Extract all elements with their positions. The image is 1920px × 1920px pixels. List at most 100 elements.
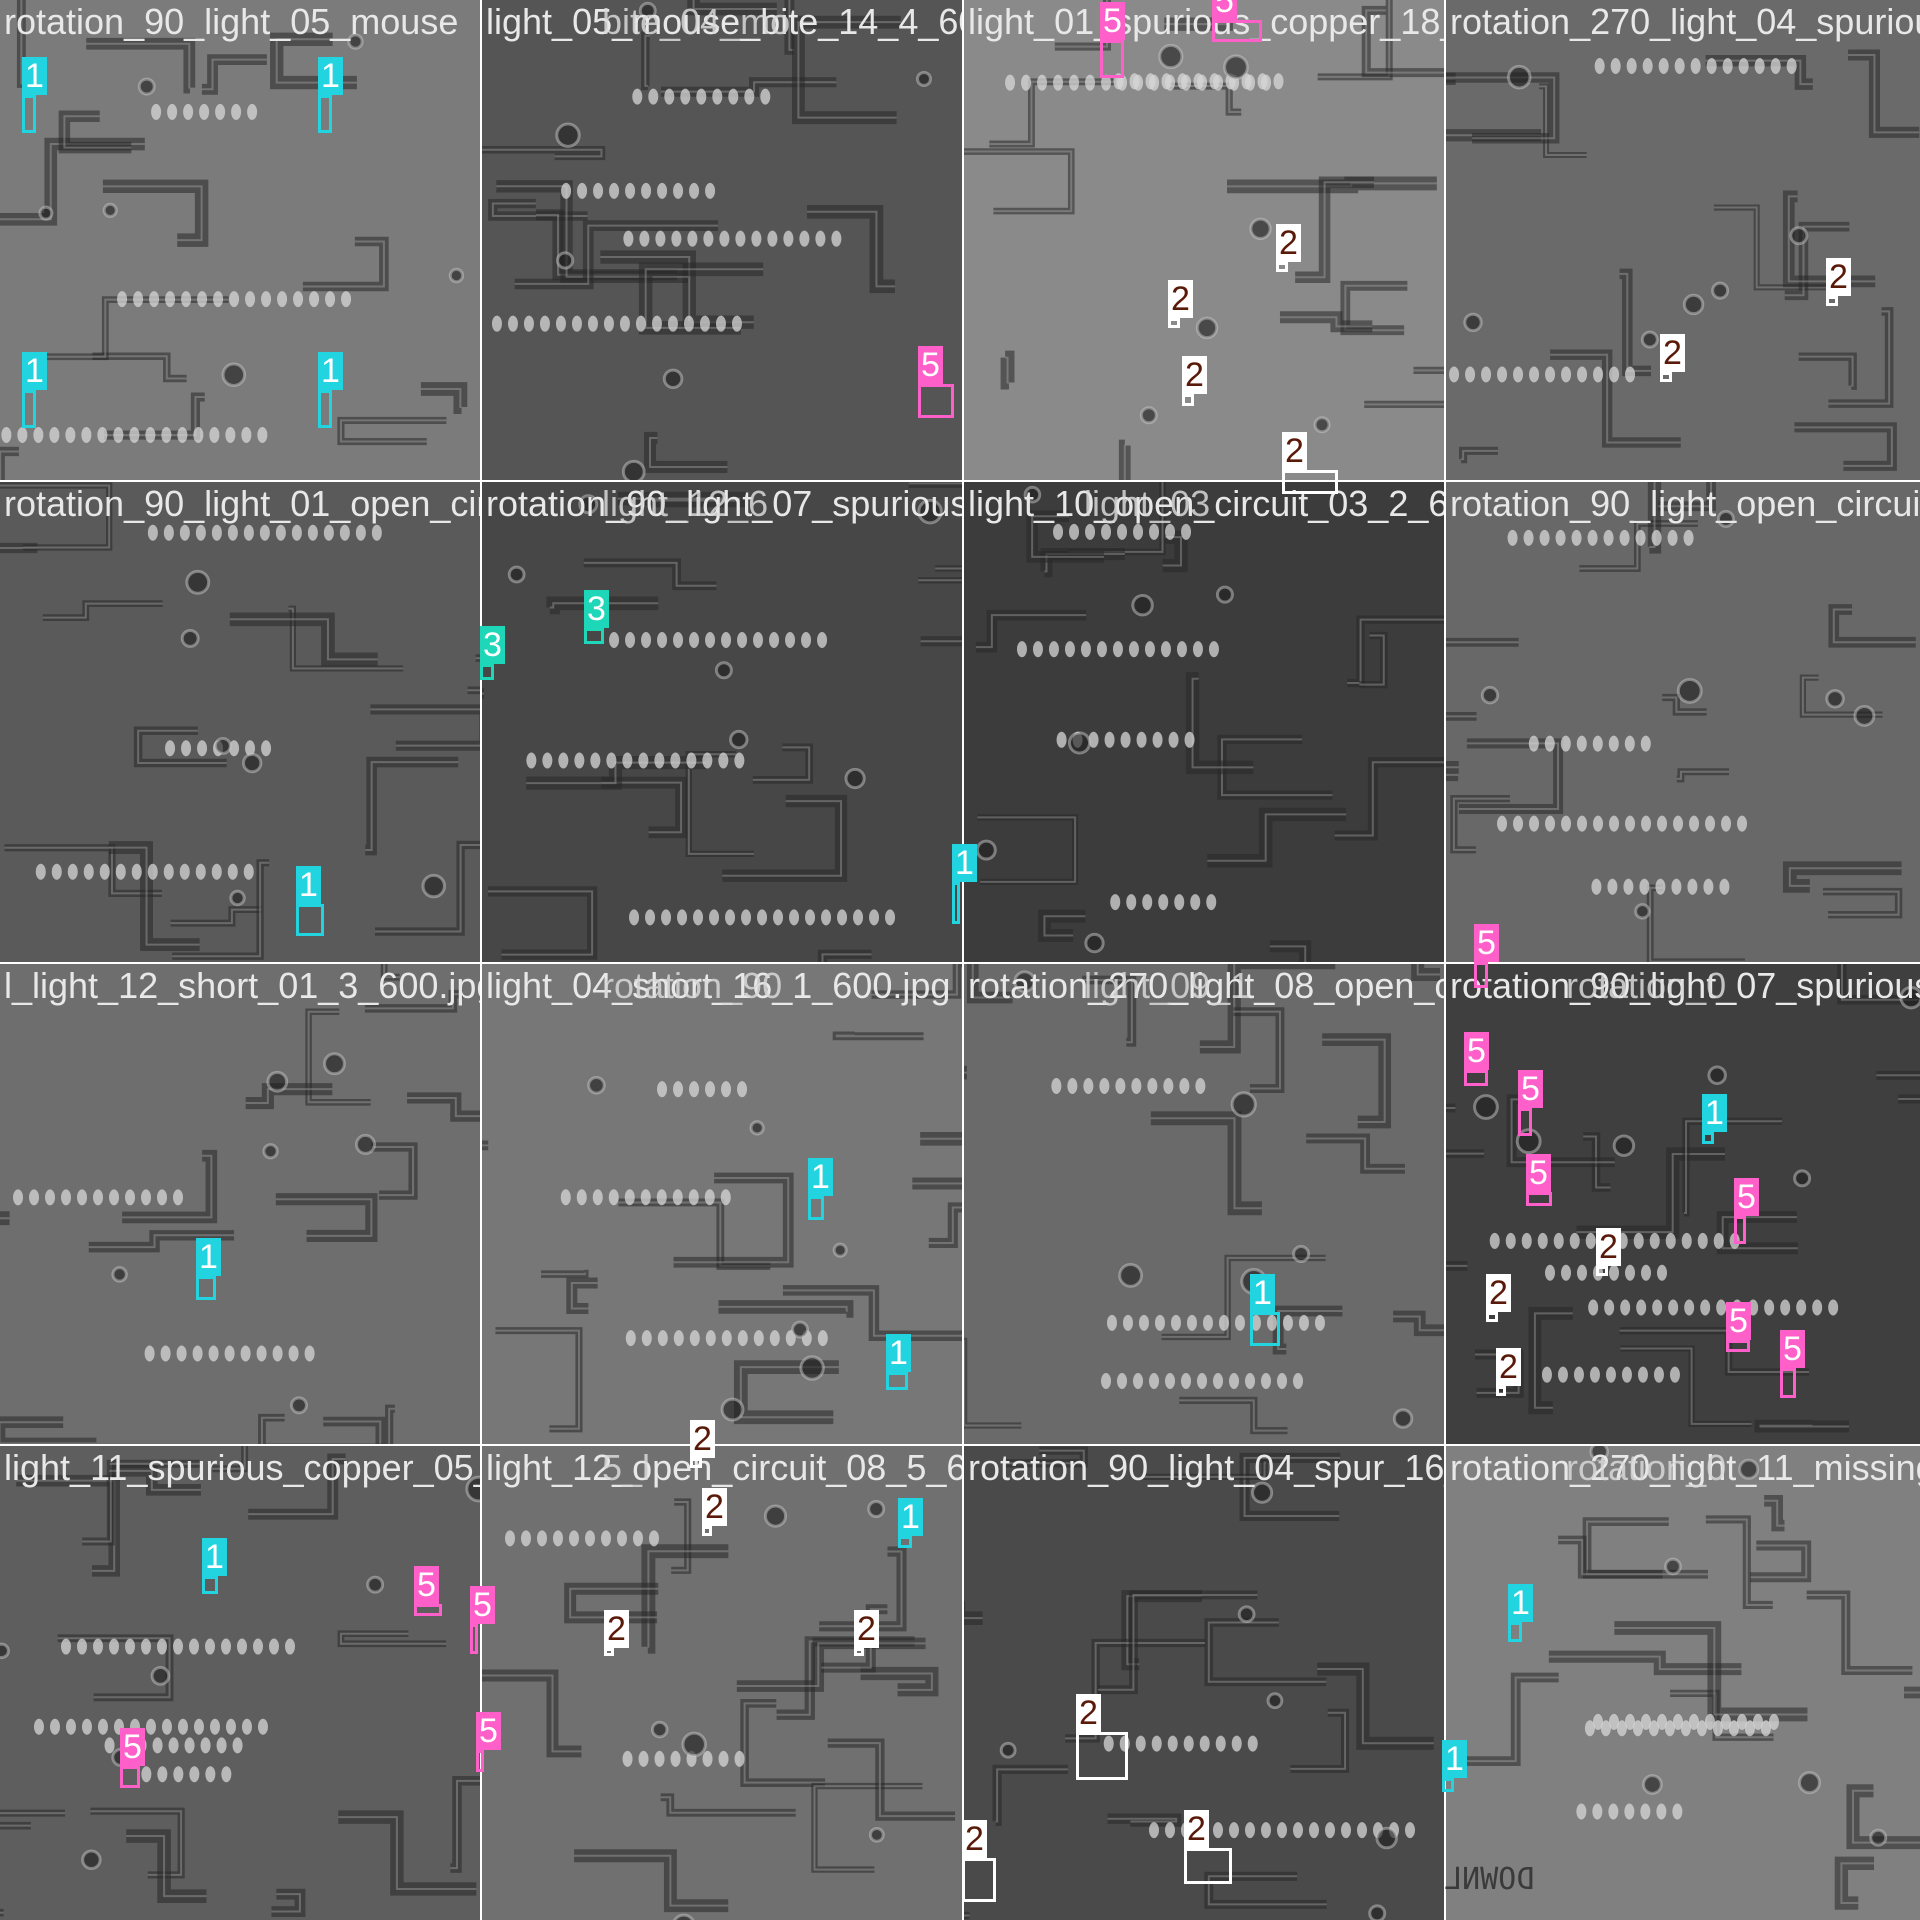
pcb-trace-highlight: [928, 1206, 962, 1244]
pcb-trace: [827, 1738, 956, 1821]
pcb-pad: [1340, 1822, 1351, 1839]
pcb-trace: [1682, 1117, 1783, 1217]
pcb-image: [964, 964, 1444, 1444]
pcb-pad: [821, 909, 832, 926]
pcb-trace: [1550, 349, 1681, 448]
pcb-trace: [1199, 964, 1336, 1054]
defect-class-label: 5: [476, 1712, 501, 1750]
defect-class-label: 2: [854, 1610, 879, 1648]
pcb-trace: [1185, 672, 1254, 775]
pcb-pad: [1545, 366, 1556, 383]
tile-filename-label: light_01_spurious_copper_18_1_600.jpg: [968, 1, 1444, 42]
pcb-pad: [702, 752, 713, 769]
pcb-via: [1825, 689, 1845, 709]
defect-class-label: 1: [1702, 1094, 1727, 1132]
tile-filename-overlap-label: rotation_90: [602, 965, 783, 1006]
pcb-pad: [853, 909, 864, 926]
pcb-pad: [1085, 523, 1096, 540]
pcb-trace-highlight: [1306, 1137, 1405, 1170]
pcb-via: [213, 736, 232, 755]
pcb-pad: [1671, 878, 1682, 895]
pcb-trace-highlight: [365, 761, 459, 852]
pcb-pad: [1083, 1077, 1094, 1094]
defect-bounding-box: [952, 882, 960, 924]
pcb-pad: [304, 1345, 315, 1362]
pcb-via: [555, 122, 581, 148]
pcb-trace-highlight: [407, 1096, 480, 1118]
pcb-pad: [1768, 1713, 1779, 1730]
pcb-trace: [1340, 280, 1408, 336]
pcb-trace: [482, 146, 606, 161]
pcb-trace: [1828, 604, 1916, 648]
pcb-pad: [737, 632, 748, 649]
pcb-pad: [703, 230, 714, 247]
pcb-via: [867, 1500, 886, 1518]
pcb-trace-highlight: [137, 729, 227, 765]
pcb-trace-highlight: [1446, 1107, 1485, 1155]
pcb-trace-highlight: [1759, 1424, 1850, 1428]
pcb-pad: [179, 863, 190, 880]
pcb-pad: [677, 909, 688, 926]
pcb-trace: [1576, 1147, 1725, 1239]
pcb-pad: [507, 315, 518, 332]
pcb-trace-highlight: [82, 1462, 200, 1543]
pcb-trace-highlight: [42, 602, 163, 619]
defect-class-label: 2: [1596, 1228, 1621, 1266]
pcb-trace-highlight: [1043, 915, 1086, 937]
pcb-pad: [1577, 1264, 1588, 1281]
pcb-pad: [1314, 1314, 1325, 1331]
pcb-via: [729, 729, 749, 750]
pcb-pad: [1244, 1822, 1255, 1839]
pcb-pad: [145, 426, 156, 443]
pcb-pad: [29, 1189, 40, 1206]
pcb-pad: [1585, 1232, 1596, 1249]
defect-bounding-box: [1100, 40, 1124, 78]
pcb-pad: [1215, 1735, 1226, 1752]
pcb-via: [999, 1741, 1017, 1759]
pcb-pad: [667, 315, 678, 332]
pcb-via: [266, 1070, 289, 1093]
defect-bounding-box: [1726, 1340, 1750, 1352]
pcb-pad: [209, 426, 220, 443]
pcb-pad: [705, 1081, 716, 1098]
pcb-pad: [1592, 1803, 1603, 1820]
pcb-via: [354, 1133, 377, 1155]
pcb-trace: [1799, 674, 1883, 718]
pcb-pad: [1736, 1713, 1747, 1730]
pcb-via: [1215, 585, 1234, 604]
pcb-trace-highlight: [288, 607, 404, 670]
pcb-pad: [1324, 1822, 1335, 1839]
pcb-pad: [1604, 1299, 1615, 1316]
pcb-pad: [1683, 529, 1694, 546]
pcb-pad: [773, 909, 784, 926]
pcb-trace-highlight: [601, 781, 683, 834]
pcb-trace-highlight: [788, 0, 794, 51]
defect-class-label: 1: [898, 1498, 923, 1536]
pcb-trace: [487, 886, 598, 960]
pcb-pad: [1168, 731, 1179, 748]
defect-bounding-box: [1076, 1732, 1128, 1780]
pcb-pad: [129, 426, 140, 443]
pcb-image: [964, 0, 1444, 480]
pcb-via: [150, 1666, 171, 1686]
pcb-pad: [269, 1638, 280, 1655]
pcb-pad: [1786, 57, 1797, 74]
pcb-trace: [375, 840, 480, 936]
pcb-pad: [741, 909, 752, 926]
defect-class-label: 5: [1726, 1302, 1751, 1340]
pcb-trace: [212, 1446, 249, 1473]
pcb-trace-highlight: [170, 908, 262, 925]
pcb-trace: [1876, 1070, 1920, 1104]
pcb-trace: [1446, 1103, 1485, 1158]
pcb-pad: [1080, 641, 1091, 658]
pcb-pad: [1170, 1314, 1181, 1331]
pcb-pad: [639, 230, 650, 247]
pcb-trace: [1204, 1871, 1327, 1909]
pcb-pad: [1620, 1299, 1631, 1316]
pcb-pad: [1571, 529, 1582, 546]
pcb-trace: [1359, 631, 1388, 689]
tile-filename-overlap-label: bite_04_mo: [602, 1, 791, 42]
pcb-pad: [1190, 894, 1201, 911]
defect-class-label: 5: [1212, 0, 1237, 20]
pcb-trace: [583, 558, 717, 591]
